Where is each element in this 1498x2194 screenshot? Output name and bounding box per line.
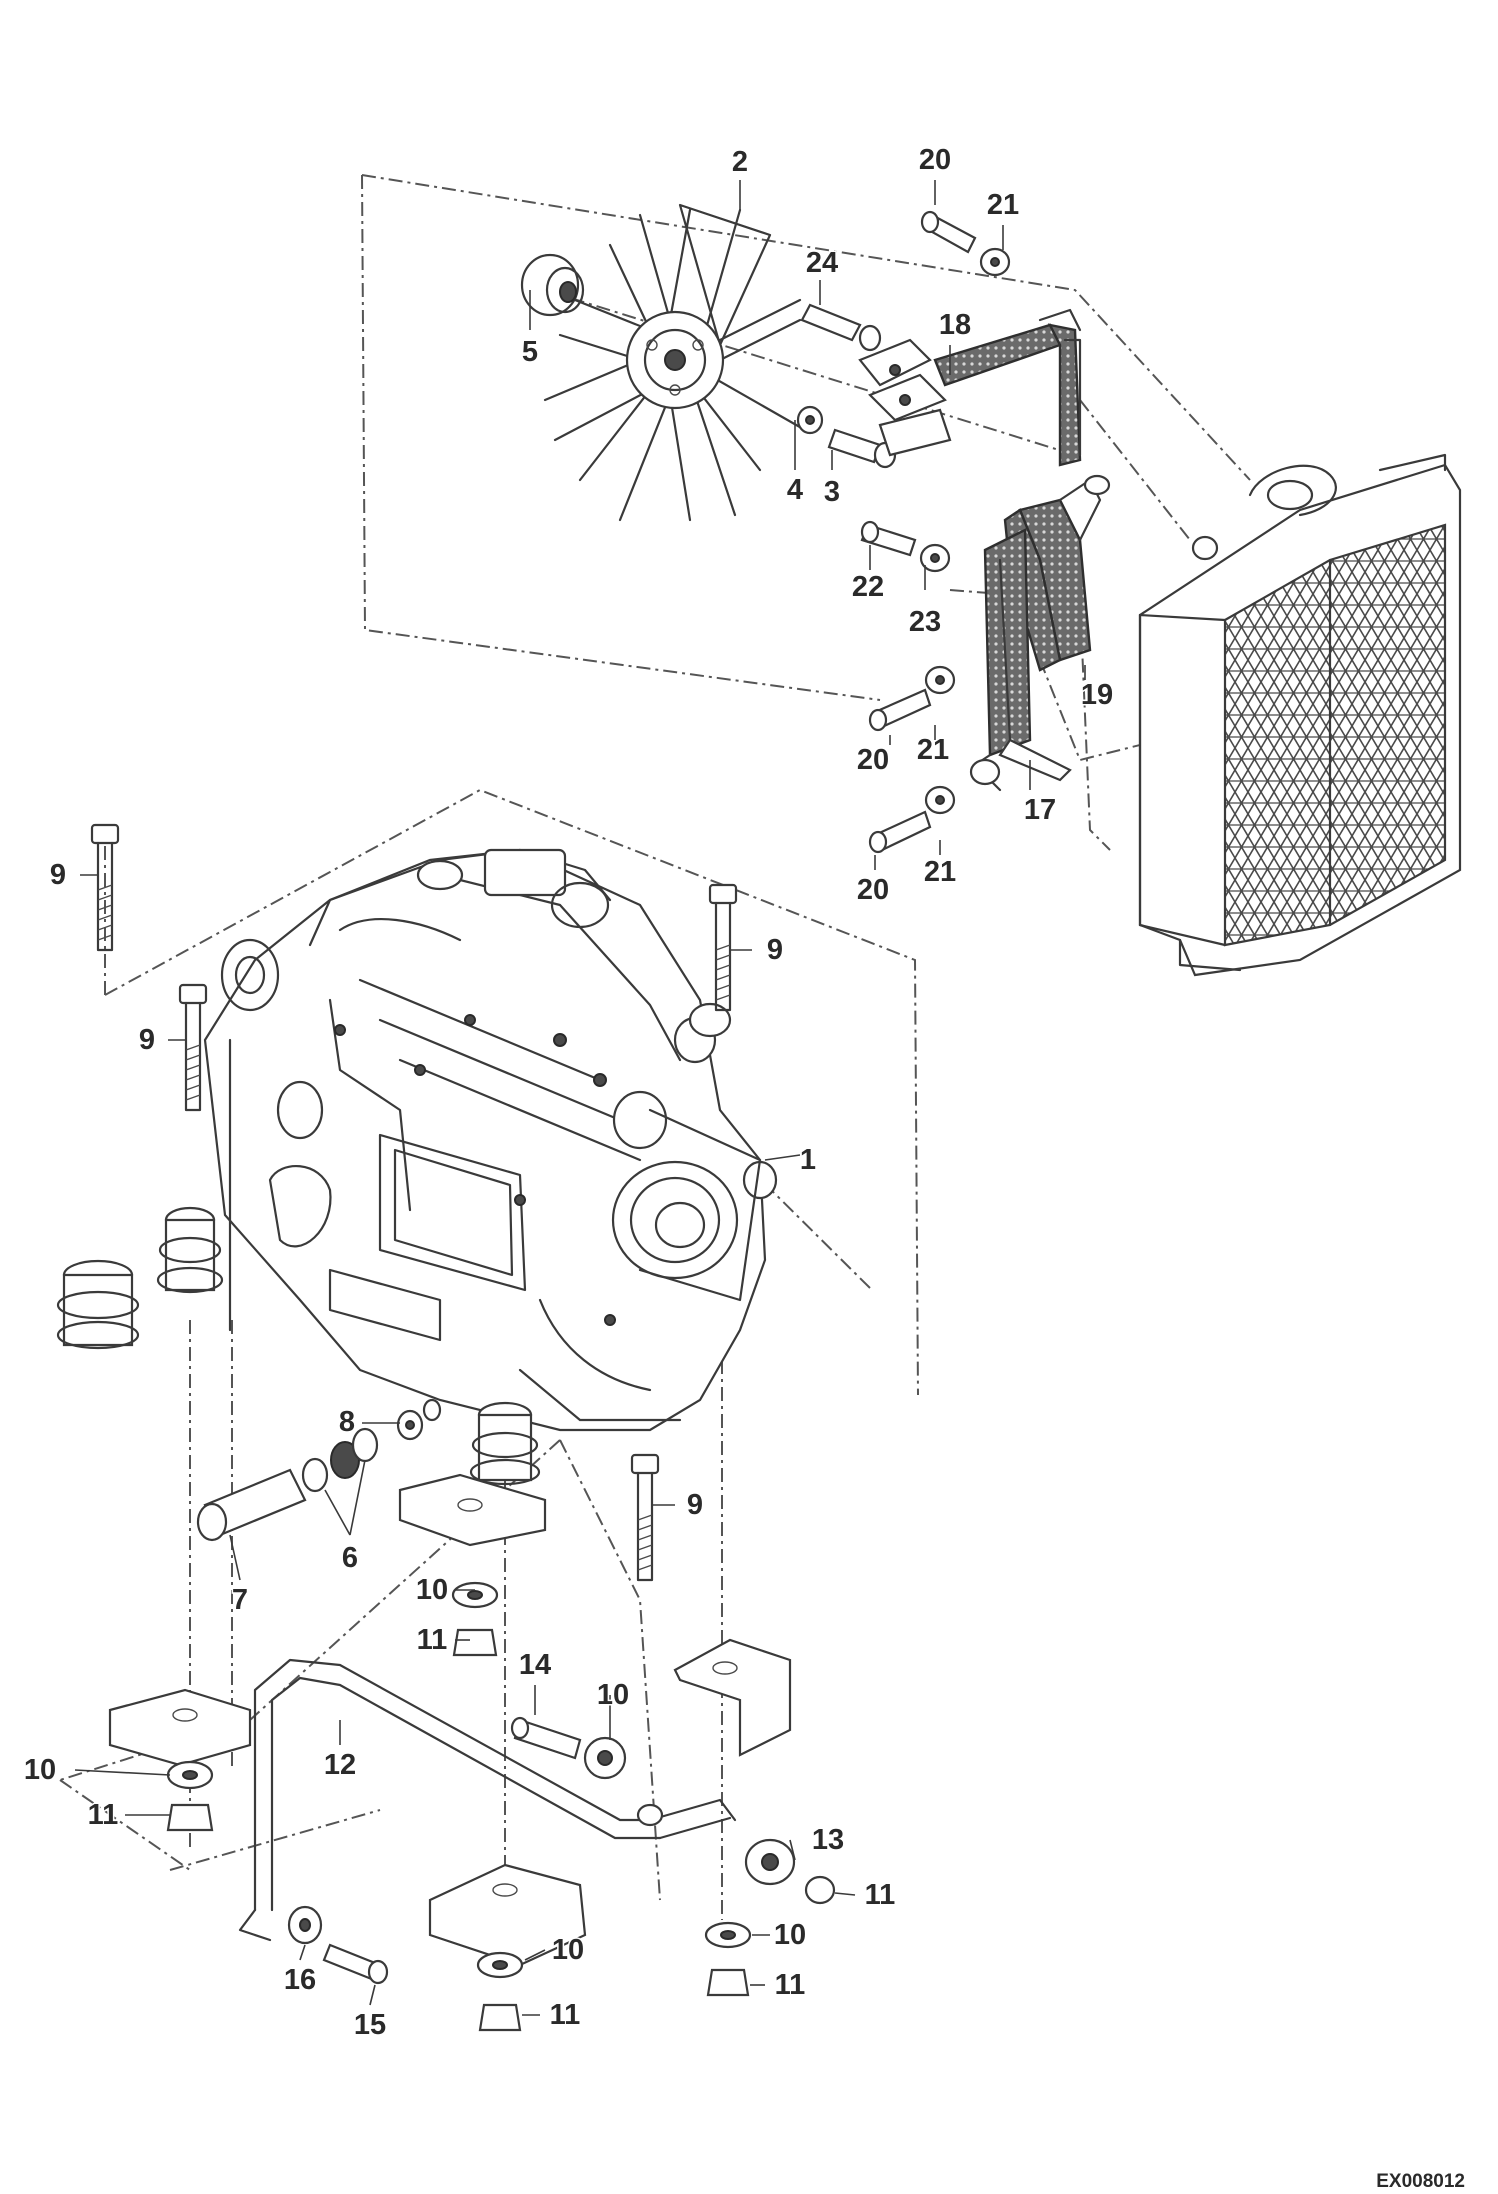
label-3: 3 bbox=[824, 476, 840, 508]
label-11-a: 11 bbox=[417, 1624, 448, 1656]
radiator bbox=[1138, 453, 1462, 977]
label-6: 6 bbox=[342, 1542, 358, 1574]
fan-bolts bbox=[796, 303, 897, 469]
label-11-e: 11 bbox=[550, 1999, 581, 2031]
label-21-middle: 21 bbox=[917, 734, 949, 766]
label-22: 22 bbox=[852, 571, 884, 603]
label-10-e: 10 bbox=[552, 1934, 584, 1966]
callout-labels: 1 2 3 4 5 6 7 8 9 9 9 9 10 10 10 10 10 1… bbox=[22, 143, 1114, 2043]
engine-mounts bbox=[56, 1206, 541, 1486]
label-10-c: 10 bbox=[24, 1754, 56, 1786]
image-code: EX008012 bbox=[1376, 2171, 1465, 2192]
label-16: 16 bbox=[284, 1964, 316, 1996]
fan-shroud-bracket-18 bbox=[933, 308, 1082, 467]
label-9-bottom: 9 bbox=[687, 1489, 703, 1521]
label-9-left: 9 bbox=[139, 1024, 155, 1056]
label-2: 2 bbox=[732, 146, 748, 178]
label-24: 24 bbox=[806, 247, 838, 279]
label-20-top: 20 bbox=[919, 144, 951, 176]
spacer-part-5 bbox=[520, 253, 585, 317]
leader-lines bbox=[74, 180, 1086, 2016]
label-14: 14 bbox=[519, 1649, 551, 1681]
label-23: 23 bbox=[909, 606, 941, 638]
fan bbox=[543, 203, 807, 522]
fan-bracket-plates bbox=[858, 338, 952, 457]
engine-assembly bbox=[203, 848, 778, 1432]
label-21-top: 21 bbox=[987, 189, 1019, 221]
label-20-middle: 20 bbox=[857, 744, 889, 776]
label-18: 18 bbox=[939, 309, 971, 341]
label-11-d: 11 bbox=[775, 1969, 806, 2001]
mount-bolts-9 bbox=[90, 823, 738, 1582]
label-8: 8 bbox=[339, 1406, 355, 1438]
label-10-a: 10 bbox=[416, 1574, 448, 1606]
label-9-right: 9 bbox=[767, 934, 783, 966]
label-21-bottom: 21 bbox=[924, 856, 956, 888]
frame-tube-12 bbox=[238, 1658, 737, 1942]
label-19: 19 bbox=[1081, 679, 1113, 711]
mount-plates bbox=[108, 1473, 792, 1967]
label-7: 7 bbox=[232, 1584, 248, 1616]
label-9-left-top: 9 bbox=[50, 859, 66, 891]
label-15: 15 bbox=[354, 2009, 386, 2041]
label-1: 1 bbox=[800, 1144, 816, 1176]
washers-and-nuts bbox=[166, 1581, 836, 2032]
drain-parts bbox=[196, 1398, 442, 1542]
label-20-bottom: 20 bbox=[857, 874, 889, 906]
support-bracket-17 bbox=[973, 528, 1072, 792]
label-10-b: 10 bbox=[597, 1679, 629, 1711]
bracket-bolts bbox=[860, 210, 1219, 854]
label-5: 5 bbox=[522, 336, 538, 368]
label-11-c: 11 bbox=[865, 1879, 896, 1911]
label-13: 13 bbox=[812, 1824, 844, 1856]
label-17: 17 bbox=[1024, 794, 1056, 826]
label-12: 12 bbox=[324, 1749, 356, 1781]
label-4: 4 bbox=[787, 474, 803, 506]
label-10-d: 10 bbox=[774, 1919, 806, 1951]
label-11-b: 11 bbox=[88, 1799, 119, 1831]
